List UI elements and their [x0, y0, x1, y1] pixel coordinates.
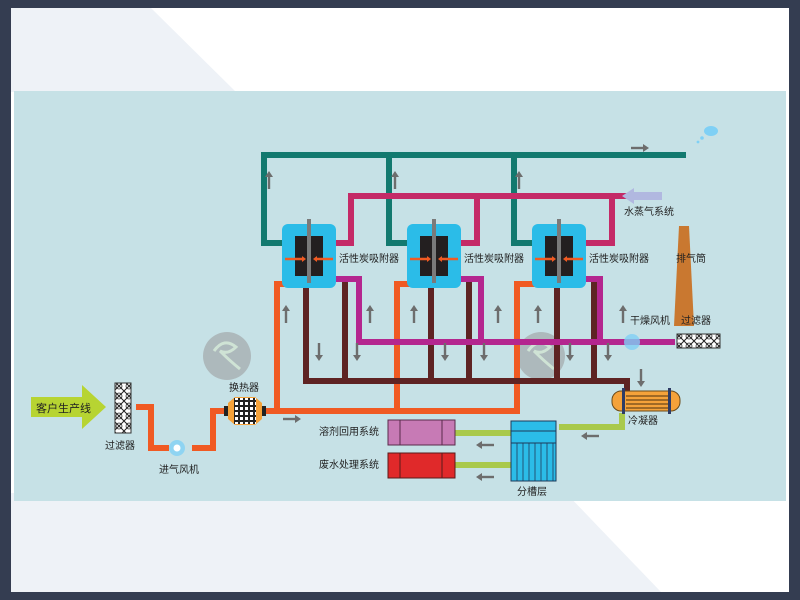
separator-label: 分槽层	[517, 487, 547, 498]
condenser-icon	[611, 388, 681, 414]
wastewater-label: 废水处理系统	[319, 460, 379, 471]
adsorber-1-label: 活性炭吸附器	[339, 254, 399, 265]
adsorber-2	[407, 219, 461, 288]
exhaust-pipe-network	[261, 152, 686, 246]
exhaust-stack-icon	[674, 226, 694, 326]
bg-shape-bottom	[11, 493, 661, 592]
drying-pipe-network	[334, 276, 675, 345]
drying-filter-icon	[676, 333, 721, 349]
adsorber-3	[532, 219, 586, 288]
slide-background	[11, 8, 661, 592]
condensate-pipe-network	[455, 413, 625, 468]
solvent-recovery-icon	[387, 419, 456, 446]
condenser-label: 冷凝器	[628, 416, 658, 427]
drying-filter-label: 过滤器	[681, 316, 711, 327]
heat-exchanger-icon	[224, 397, 266, 425]
drying-fan-label: 干燥风机	[630, 316, 670, 327]
bg-shape-top	[11, 8, 236, 92]
production-line-label: 客户生产线	[36, 402, 91, 415]
smoke-icon	[704, 126, 718, 136]
steam-inlet-arrow-icon	[622, 188, 662, 204]
production-line-arrow-icon	[31, 385, 106, 429]
wastewater-icon	[387, 452, 456, 479]
solvent-recovery-label: 溶剂回用系统	[319, 427, 379, 438]
intake-fan-icon	[169, 440, 185, 456]
slide: 客户生产线 过滤器 进气风机 换热器 活性炭吸附器 活性炭吸附器 活性炭吸附器 …	[11, 8, 789, 592]
separator-tank-icon	[510, 420, 557, 482]
intake-fan-label: 进气风机	[159, 465, 199, 476]
heat-exchanger-label: 换热器	[229, 383, 259, 394]
inlet-filter-icon	[114, 382, 132, 434]
adsorber-3-label: 活性炭吸附器	[589, 254, 649, 265]
process-diagram-svg	[31, 126, 721, 482]
drying-fan-icon	[624, 334, 640, 350]
process-diagram: 客户生产线 过滤器 进气风机 换热器 活性炭吸附器 活性炭吸附器 活性炭吸附器 …	[14, 91, 786, 501]
inlet-filter-label: 过滤器	[105, 441, 135, 452]
adsorber-2-label: 活性炭吸附器	[464, 254, 524, 265]
feed-pipe-network	[136, 281, 536, 451]
stack-label: 排气筒	[676, 254, 706, 265]
desorb-pipe-network	[303, 281, 630, 396]
steam-system-label: 水蒸气系统	[624, 207, 674, 218]
adsorber-1	[282, 219, 336, 288]
steam-pipe-network	[333, 193, 632, 246]
